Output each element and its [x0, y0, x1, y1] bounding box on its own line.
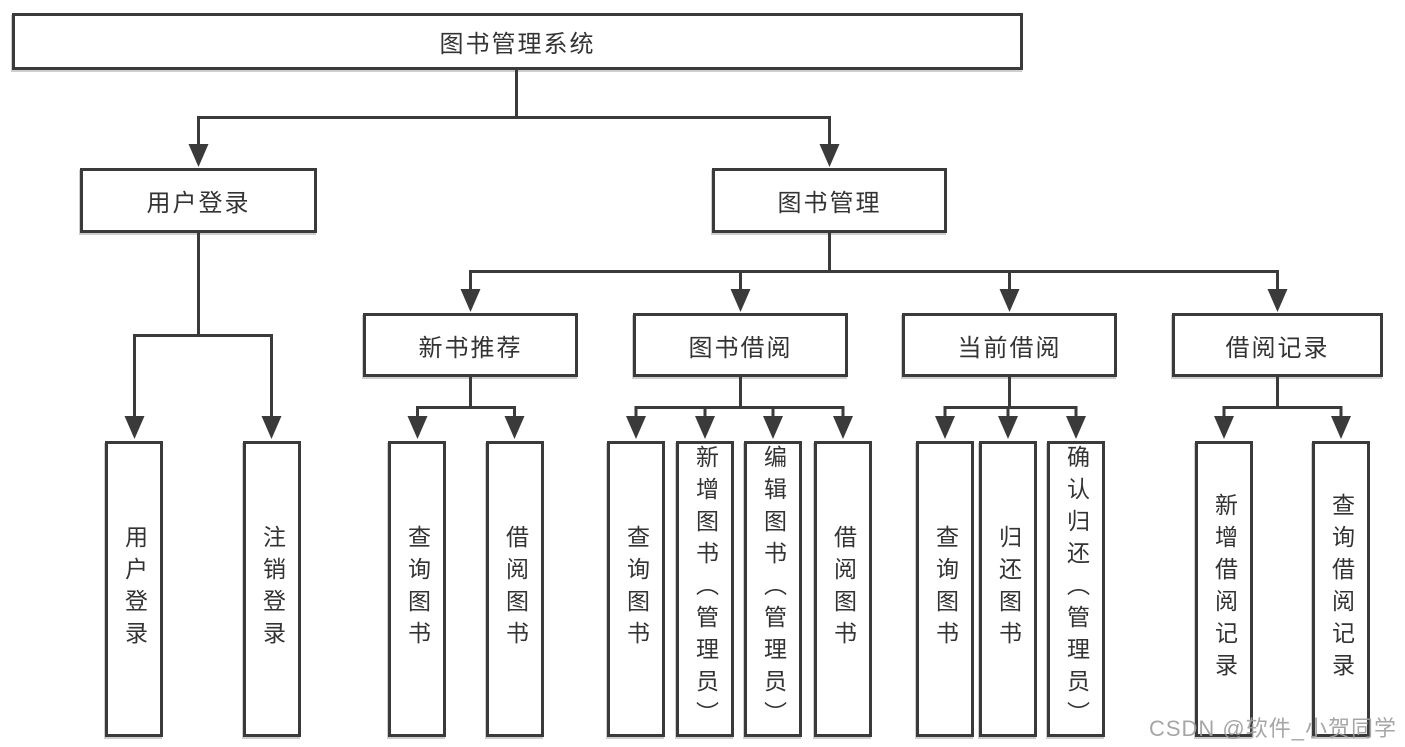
leaf-borrow-books-borrowing: 借阅图书 — [814, 441, 872, 737]
leaf-user-login: 用户登录 — [105, 441, 163, 737]
leaf-add-borrow-record: 新增借阅记录 — [1195, 441, 1253, 737]
node-root-system: 图书管理系统 — [12, 13, 1023, 70]
node-user-login: 用户登录 — [80, 168, 317, 233]
leaf-borrow-books-recommend: 借阅图书 — [486, 441, 544, 737]
node-new-book-recommendation: 新书推荐 — [363, 313, 578, 377]
node-book-borrowing: 图书借阅 — [633, 313, 848, 377]
node-book-management: 图书管理 — [712, 168, 947, 233]
leaf-logout: 注销登录 — [243, 441, 301, 737]
leaf-query-books-current: 查询图书 — [916, 441, 974, 737]
csdn-watermark: CSDN @软件_小贺同学 — [1148, 716, 1397, 741]
leaf-edit-book-admin: 编辑图书（管理员） — [744, 441, 802, 737]
node-borrowing-records: 借阅记录 — [1172, 313, 1383, 377]
leaf-return-books: 归还图书 — [979, 441, 1037, 737]
leaf-add-book-admin: 新增图书（管理员） — [676, 441, 734, 737]
leaf-query-books-recommend: 查询图书 — [388, 441, 446, 737]
leaf-query-borrow-record: 查询借阅记录 — [1312, 441, 1370, 737]
leaf-query-books-borrowing: 查询图书 — [607, 441, 665, 737]
node-current-borrowing: 当前借阅 — [902, 313, 1117, 377]
leaf-confirm-return-admin: 确认归还（管理员） — [1047, 441, 1105, 737]
